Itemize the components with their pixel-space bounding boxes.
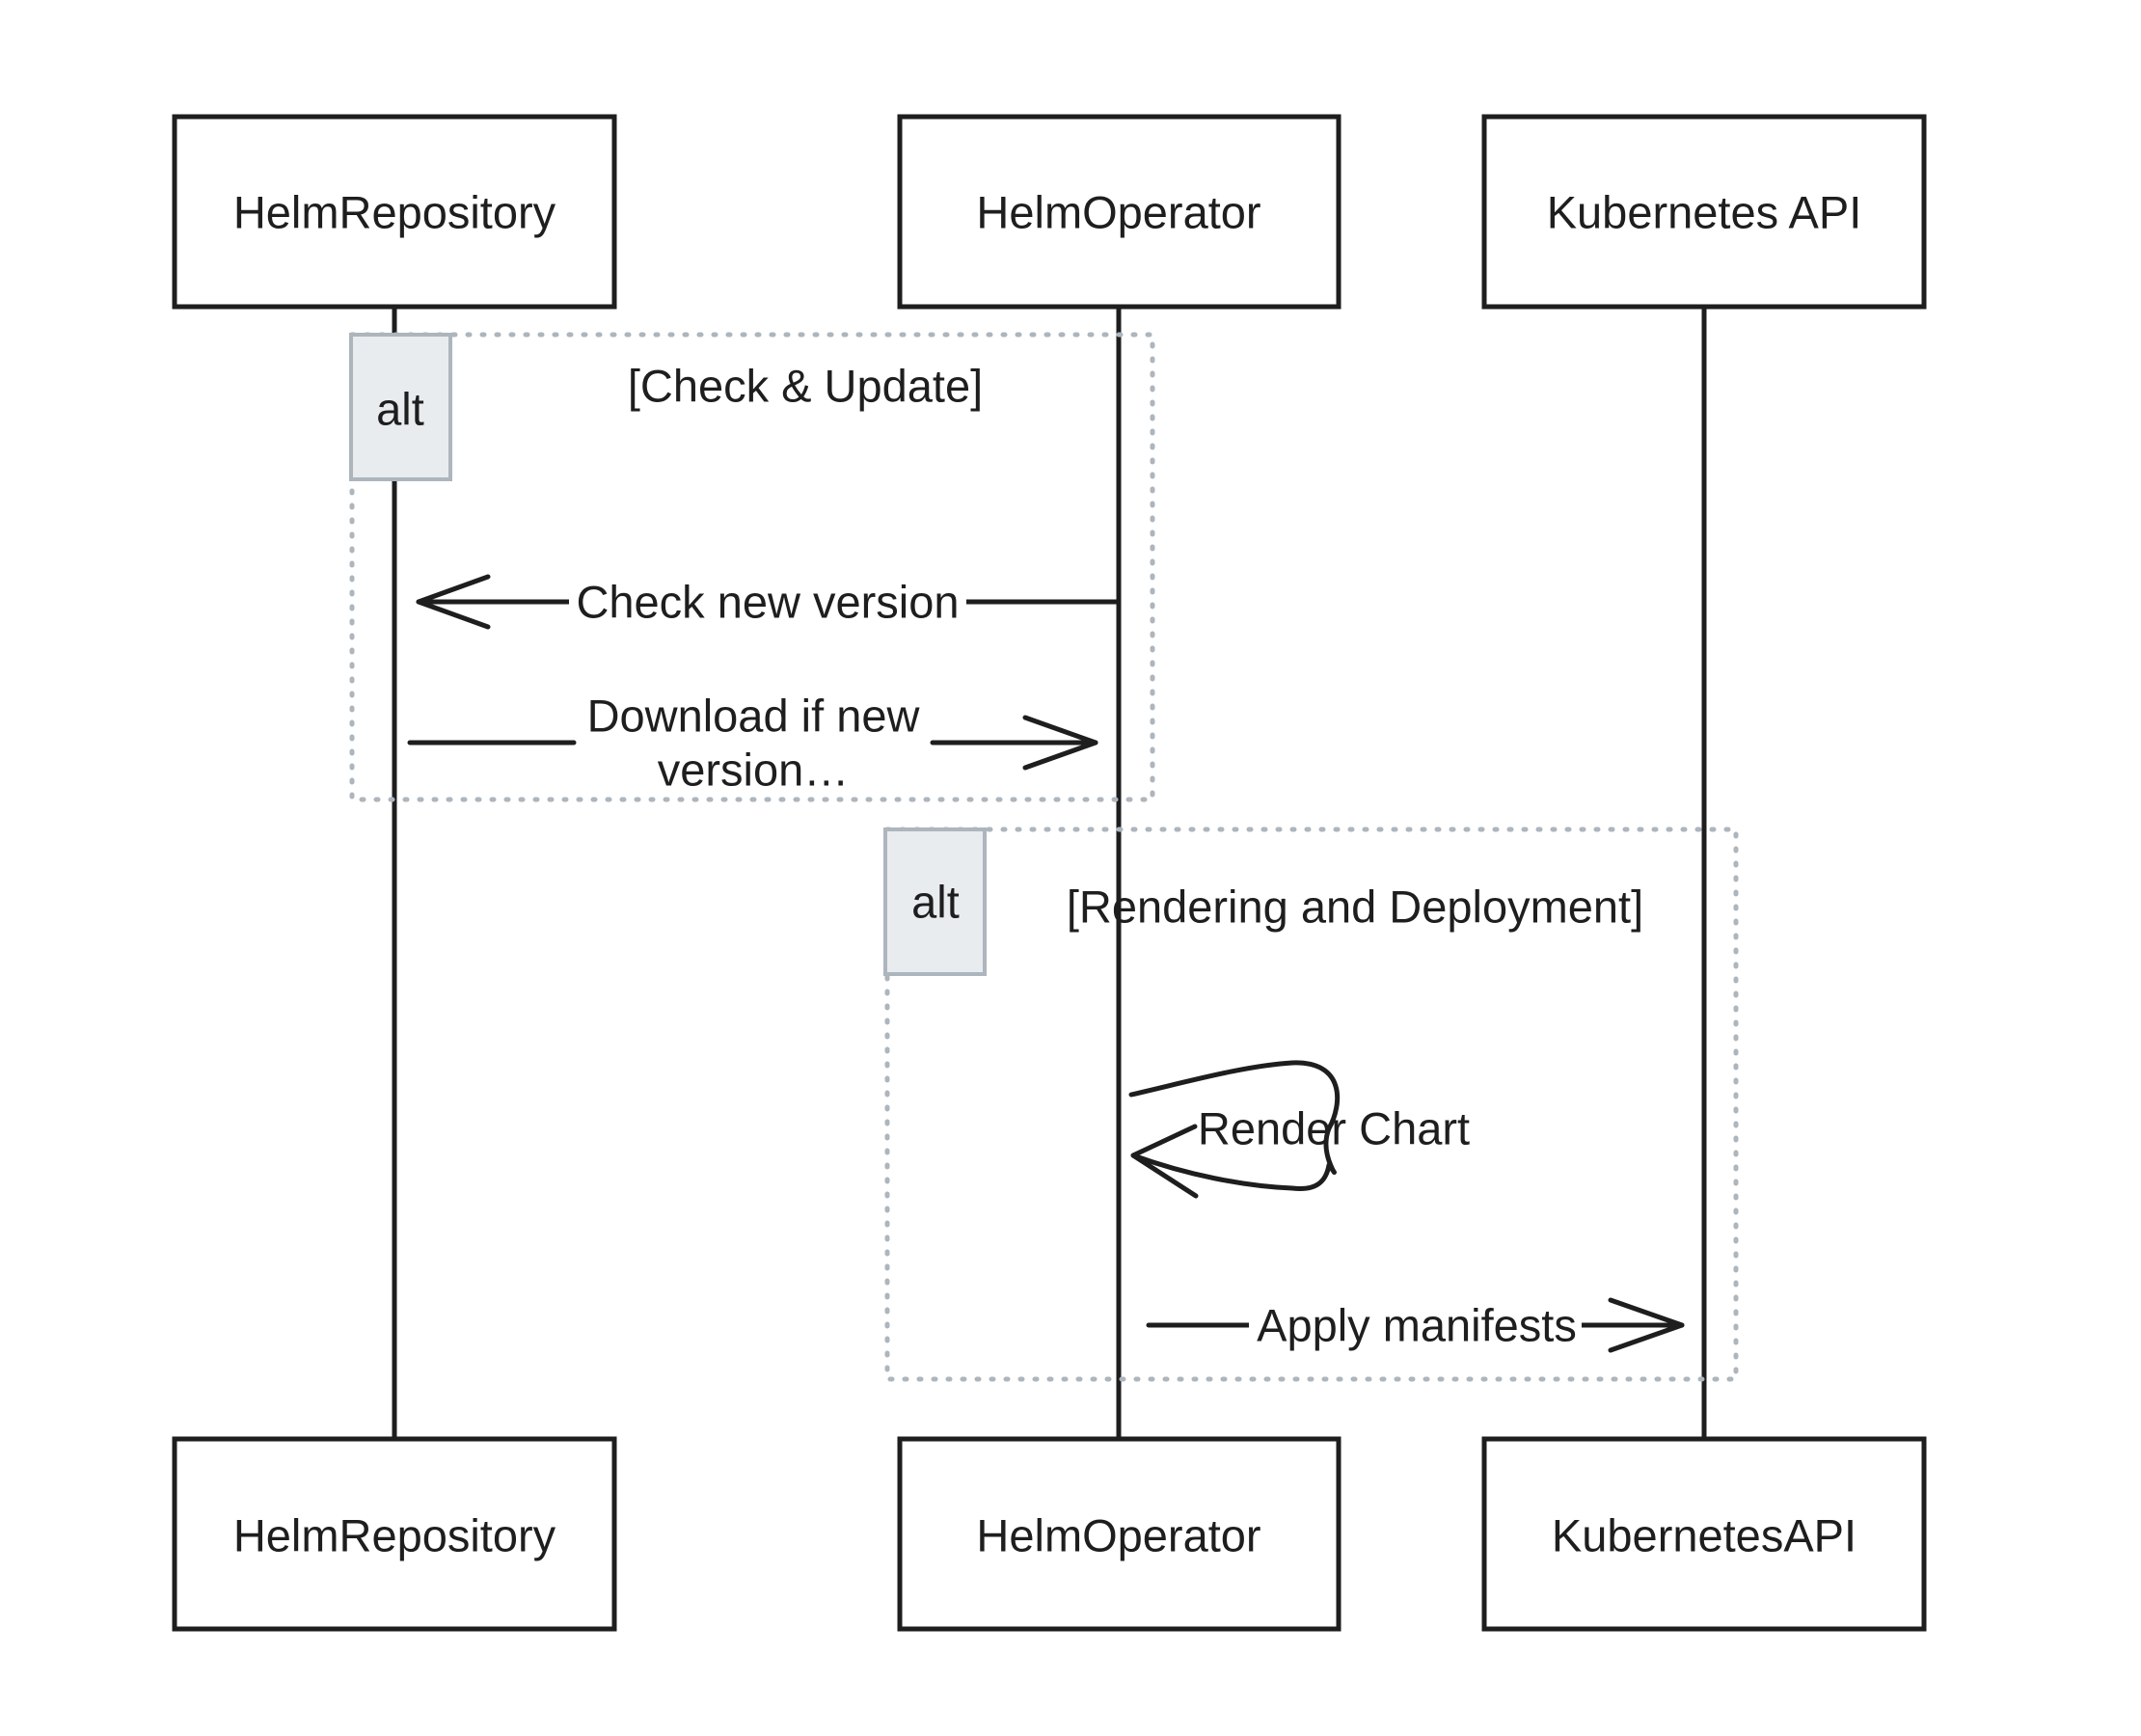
participant-helm-repository-bottom: HelmRepository bbox=[172, 1436, 617, 1632]
participant-box bbox=[172, 1436, 617, 1632]
alt-frame-tag-label: alt bbox=[911, 877, 960, 928]
alt-frame-tag-label: alt bbox=[376, 384, 424, 435]
message-label-background bbox=[1249, 1298, 1582, 1352]
alt-frame-condition: [Check & Update] bbox=[628, 361, 983, 412]
arrowhead-right-icon bbox=[1608, 1297, 1685, 1353]
participant-box bbox=[172, 114, 617, 310]
participant-label: HelmRepository bbox=[233, 1510, 556, 1561]
arrowhead-right-icon bbox=[1022, 715, 1098, 771]
alt-frame-check-update: alt [Check & Update] bbox=[349, 332, 1155, 802]
message-render-chart: Render Chart bbox=[1128, 1060, 1470, 1199]
message-download-new-version: Download if new version… bbox=[407, 691, 1098, 796]
message-apply-manifests: Apply manifests bbox=[1146, 1297, 1685, 1353]
alt-frame-rendering-deployment: alt [Rendering and Deployment] bbox=[883, 827, 1739, 1382]
participant-label: HelmOperator bbox=[976, 1510, 1260, 1561]
participant-label: HelmOperator bbox=[976, 187, 1260, 238]
participant-label: KubernetesAPI bbox=[1552, 1510, 1856, 1561]
participant-kubernetes-api-top: Kubernetes API bbox=[1481, 114, 1927, 310]
message-label: Check new version bbox=[576, 577, 959, 628]
alt-frame-border bbox=[349, 332, 1155, 802]
alt-frame-tag bbox=[349, 333, 452, 481]
participant-helm-repository-top: HelmRepository bbox=[172, 114, 617, 310]
message-label-line-1: Download if new bbox=[587, 691, 921, 742]
participant-helm-operator-bottom: HelmOperator bbox=[897, 1436, 1342, 1632]
arrowhead-left-icon bbox=[1130, 1124, 1199, 1199]
participant-label: Kubernetes API bbox=[1547, 187, 1862, 238]
alt-frame-tag bbox=[883, 827, 987, 976]
message-label-background bbox=[569, 575, 966, 629]
participant-box bbox=[897, 114, 1342, 310]
arrowhead-left-icon bbox=[416, 574, 491, 630]
participant-box bbox=[897, 1436, 1342, 1632]
message-label-line-2: version… bbox=[658, 745, 850, 796]
message-label: Render Chart bbox=[1198, 1103, 1470, 1154]
self-call-loop bbox=[1128, 1060, 1341, 1192]
participant-label: HelmRepository bbox=[233, 187, 556, 238]
participant-box bbox=[1481, 114, 1927, 310]
message-label: Apply manifests bbox=[1257, 1300, 1577, 1351]
participant-kubernetes-api-bottom: KubernetesAPI bbox=[1481, 1436, 1927, 1632]
alt-frame-border bbox=[884, 827, 1739, 1382]
message-check-new-version: Check new version bbox=[416, 574, 1122, 630]
participant-helm-operator-top: HelmOperator bbox=[897, 114, 1342, 310]
alt-frame-condition: [Rendering and Deployment] bbox=[1067, 882, 1643, 933]
participant-box bbox=[1481, 1436, 1927, 1632]
